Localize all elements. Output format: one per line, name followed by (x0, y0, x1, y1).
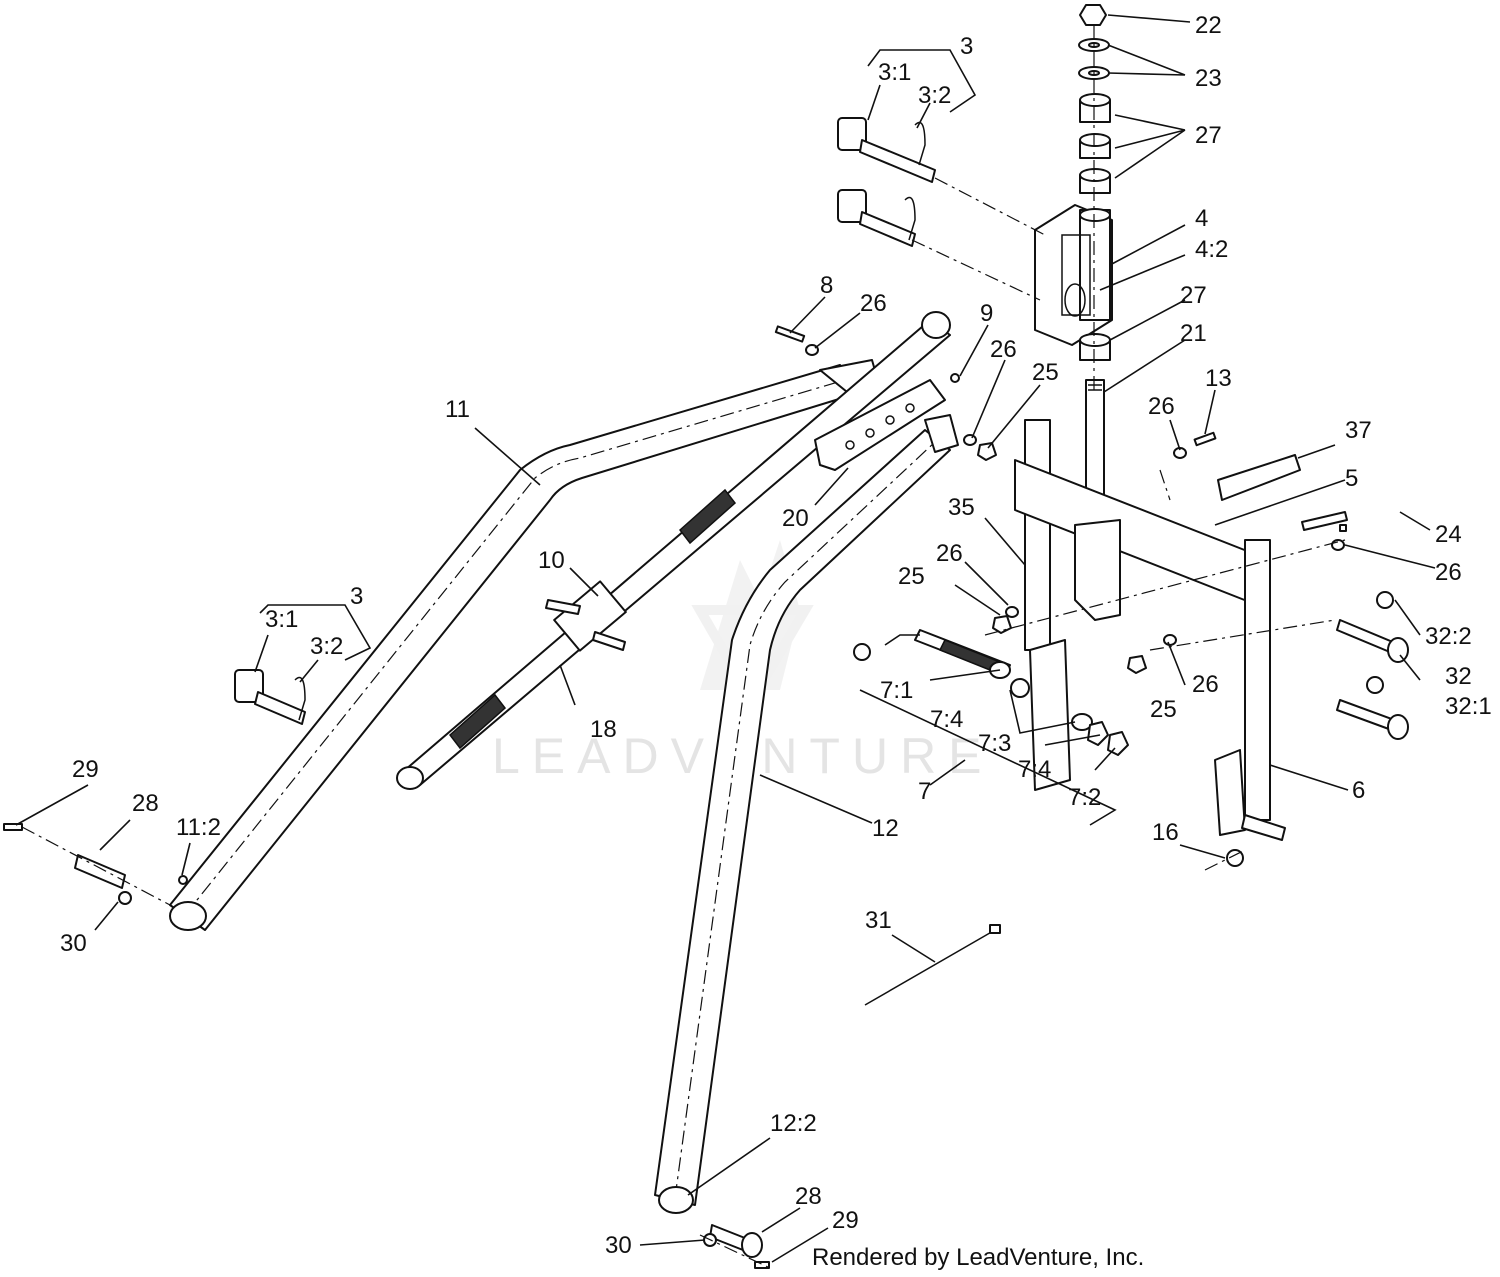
plate-20 (814, 379, 946, 471)
callout-26c: 26 (1148, 393, 1175, 420)
hitch-frame (1014, 419, 1301, 841)
callout-3-2b: 3:2 (310, 633, 343, 660)
callout-29a: 29 (72, 756, 99, 783)
callout-30a: 30 (60, 930, 87, 957)
callout-labels: 22 23 27 3 3:1 3:2 4 4:2 27 21 8 26 9 26… (60, 12, 1492, 1259)
callout-4: 4 (1195, 205, 1208, 232)
callout-7-3: 7:3 (978, 730, 1011, 757)
render-credit: Rendered by LeadVenture, Inc. (812, 1244, 1144, 1271)
callout-32-2: 32:2 (1425, 623, 1472, 650)
callout-7-4a: 7:4 (930, 706, 963, 733)
callout-27b: 27 (1180, 282, 1207, 309)
spring-pin-7 (853, 629, 1129, 756)
tongue-bar-12 (654, 414, 959, 1214)
callout-24: 24 (1435, 521, 1462, 548)
callout-4-2: 4:2 (1195, 236, 1228, 263)
callout-11-2: 11:2 (176, 814, 221, 841)
adjuster-link (396, 311, 951, 790)
callout-6: 6 (1352, 777, 1365, 804)
callout-29b: 29 (832, 1207, 859, 1234)
callout-21: 21 (1180, 320, 1207, 347)
callout-28b: 28 (795, 1183, 822, 1210)
callout-25b: 25 (898, 563, 925, 590)
callout-23: 23 (1195, 65, 1222, 92)
pins-lower-center (703, 1224, 770, 1269)
callout-28a: 28 (132, 790, 159, 817)
callout-9: 9 (980, 300, 993, 327)
callout-3: 3 (960, 33, 973, 60)
callout-7-2: 7:2 (1068, 784, 1101, 811)
callout-8: 8 (820, 272, 833, 299)
callout-22: 22 (1195, 12, 1222, 39)
callout-37: 37 (1345, 417, 1372, 444)
callout-5: 5 (1345, 465, 1358, 492)
callout-12: 12 (872, 815, 899, 842)
callout-26d: 26 (1435, 559, 1462, 586)
hitch-post-stack (1034, 4, 1113, 531)
callout-18: 18 (590, 716, 617, 743)
callout-10: 10 (538, 547, 565, 574)
callout-32: 32 (1445, 663, 1472, 690)
pins-lower-left (3, 669, 306, 905)
callout-12-2: 12:2 (770, 1110, 817, 1137)
callout-26e: 26 (936, 540, 963, 567)
callout-25c: 25 (1150, 696, 1177, 723)
callout-25a: 25 (1032, 359, 1059, 386)
leader-lines (15, 14, 1436, 1263)
callout-3b: 3 (350, 583, 363, 610)
callout-11: 11 (445, 396, 470, 423)
callout-31: 31 (865, 907, 892, 934)
callout-7: 7 (918, 778, 931, 805)
callout-3-1b: 3:1 (265, 606, 298, 633)
callout-3-1: 3:1 (878, 59, 911, 86)
callout-26a: 26 (860, 290, 887, 317)
callout-32-1: 32:1 (1445, 693, 1492, 720)
callout-13: 13 (1205, 365, 1232, 392)
alignment-lines (21, 25, 1346, 1269)
lynch-pin-upper (837, 117, 936, 247)
callout-7-4b: 7:4 (1018, 756, 1051, 783)
callout-30b: 30 (605, 1232, 632, 1259)
callout-35: 35 (948, 494, 975, 521)
callout-26b: 26 (990, 336, 1017, 363)
callout-27: 27 (1195, 122, 1222, 149)
callout-3-2: 3:2 (918, 82, 951, 109)
callout-26f: 26 (1192, 671, 1219, 698)
callout-16: 16 (1152, 819, 1179, 846)
callout-7-1: 7:1 (880, 677, 913, 704)
lynch-pins-32 (1301, 511, 1409, 740)
callout-20: 20 (782, 505, 809, 532)
